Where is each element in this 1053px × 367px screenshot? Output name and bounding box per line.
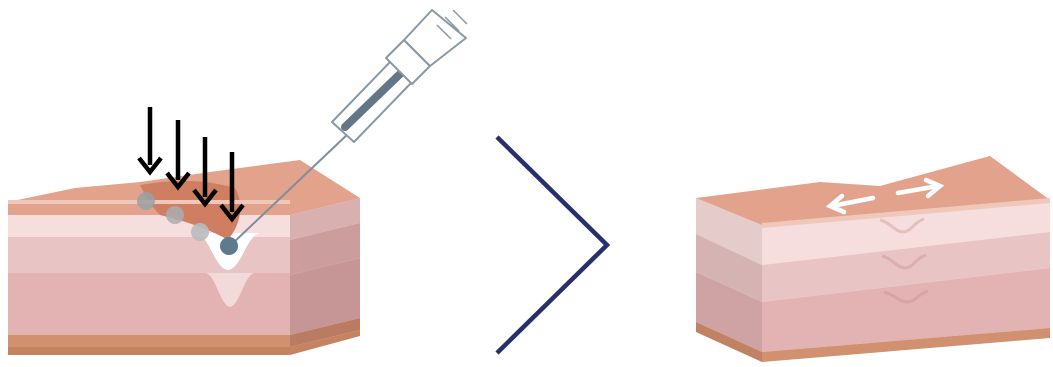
before-panel <box>8 9 468 355</box>
filler-dots <box>137 192 209 241</box>
spread-arrow-right <box>895 177 945 199</box>
down-arrow <box>165 120 191 191</box>
skin-block-front <box>696 198 762 362</box>
down-arrows <box>137 107 245 223</box>
needle-tip <box>220 237 238 255</box>
down-arrow <box>192 137 218 208</box>
skin-block-side <box>290 198 360 347</box>
spread-arrow-left <box>825 193 876 215</box>
filler-dot <box>137 192 155 210</box>
chevron-right-icon <box>495 135 611 355</box>
down-arrow <box>137 107 163 176</box>
skin-block-side <box>762 200 1050 362</box>
syringe <box>220 9 468 255</box>
filler-dot <box>191 223 209 241</box>
skin-surface-smoothed <box>696 156 1050 304</box>
filler-dot <box>166 206 184 224</box>
spread-arrows <box>825 177 945 215</box>
down-arrow <box>219 152 245 223</box>
after-panel <box>696 156 1050 362</box>
